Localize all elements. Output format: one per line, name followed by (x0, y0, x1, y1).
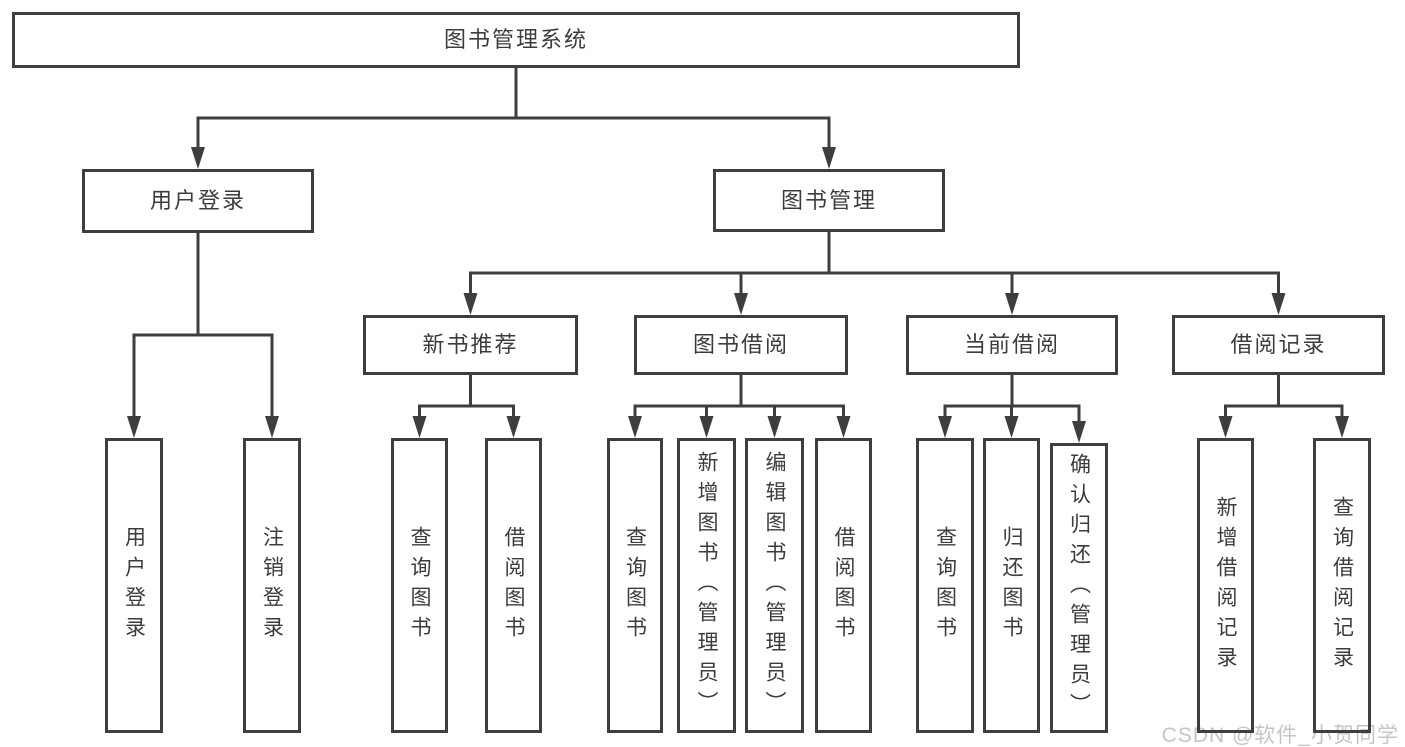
node-bb-query-books: 查询图书 (607, 438, 663, 733)
node-logout-leaf: 注销登录 (243, 438, 301, 733)
node-book-borrow: 图书借阅 (634, 315, 848, 375)
node-bb-borrow-books: 借阅图书 (815, 438, 872, 733)
node-root: 图书管理系统 (12, 12, 1020, 68)
node-user-login: 用户登录 (82, 169, 314, 233)
node-cb-confirm-return-admin: 确认归还（管理员） (1050, 443, 1108, 733)
node-bb-add-books-admin: 新增图书（管理员） (677, 438, 736, 733)
node-book-mgmt: 图书管理 (713, 169, 945, 232)
csdn-watermark: CSDN @软件_小贺同学 (1161, 724, 1399, 747)
node-label: 编辑图书（管理员） (763, 450, 786, 721)
node-br-add-record: 新增借阅记录 (1197, 438, 1254, 733)
node-label: 注销登录 (260, 525, 284, 646)
node-cb-query-books: 查询图书 (916, 438, 974, 733)
node-label: 借阅记录 (1230, 332, 1327, 357)
node-label: 用户登录 (149, 188, 246, 213)
node-label: 用户登录 (122, 525, 146, 646)
node-label: 图书管理 (780, 187, 877, 213)
node-new-book-rec: 新书推荐 (363, 315, 578, 375)
node-label: 新增图书（管理员） (695, 450, 718, 721)
node-label: 借阅图书 (502, 525, 525, 646)
node-label: 借阅图书 (832, 525, 855, 646)
node-label: 归还图书 (1000, 525, 1023, 646)
node-label: 查询图书 (933, 525, 957, 646)
node-label: 当前借阅 (963, 332, 1060, 357)
node-label: 确认归还（管理员） (1067, 453, 1091, 723)
node-user-login-leaf: 用户登录 (105, 438, 163, 733)
node-borrow-record: 借阅记录 (1172, 315, 1385, 375)
node-cb-return-books: 归还图书 (983, 438, 1040, 733)
node-current-borrow: 当前借阅 (906, 315, 1118, 375)
node-label: 新书推荐 (422, 332, 519, 357)
node-bb-edit-books-admin: 编辑图书（管理员） (745, 438, 804, 733)
node-label: 查询图书 (623, 525, 647, 646)
node-br-query-record: 查询借阅记录 (1313, 438, 1371, 733)
node-rec-query-books: 查询图书 (391, 438, 448, 733)
node-label: 新增借阅记录 (1214, 495, 1237, 676)
node-label: 图书借阅 (692, 332, 789, 357)
node-rec-borrow-books: 借阅图书 (485, 438, 542, 733)
node-label: 查询借阅记录 (1330, 495, 1354, 676)
node-label: 图书管理系统 (443, 27, 588, 52)
node-label: 查询图书 (408, 525, 431, 646)
